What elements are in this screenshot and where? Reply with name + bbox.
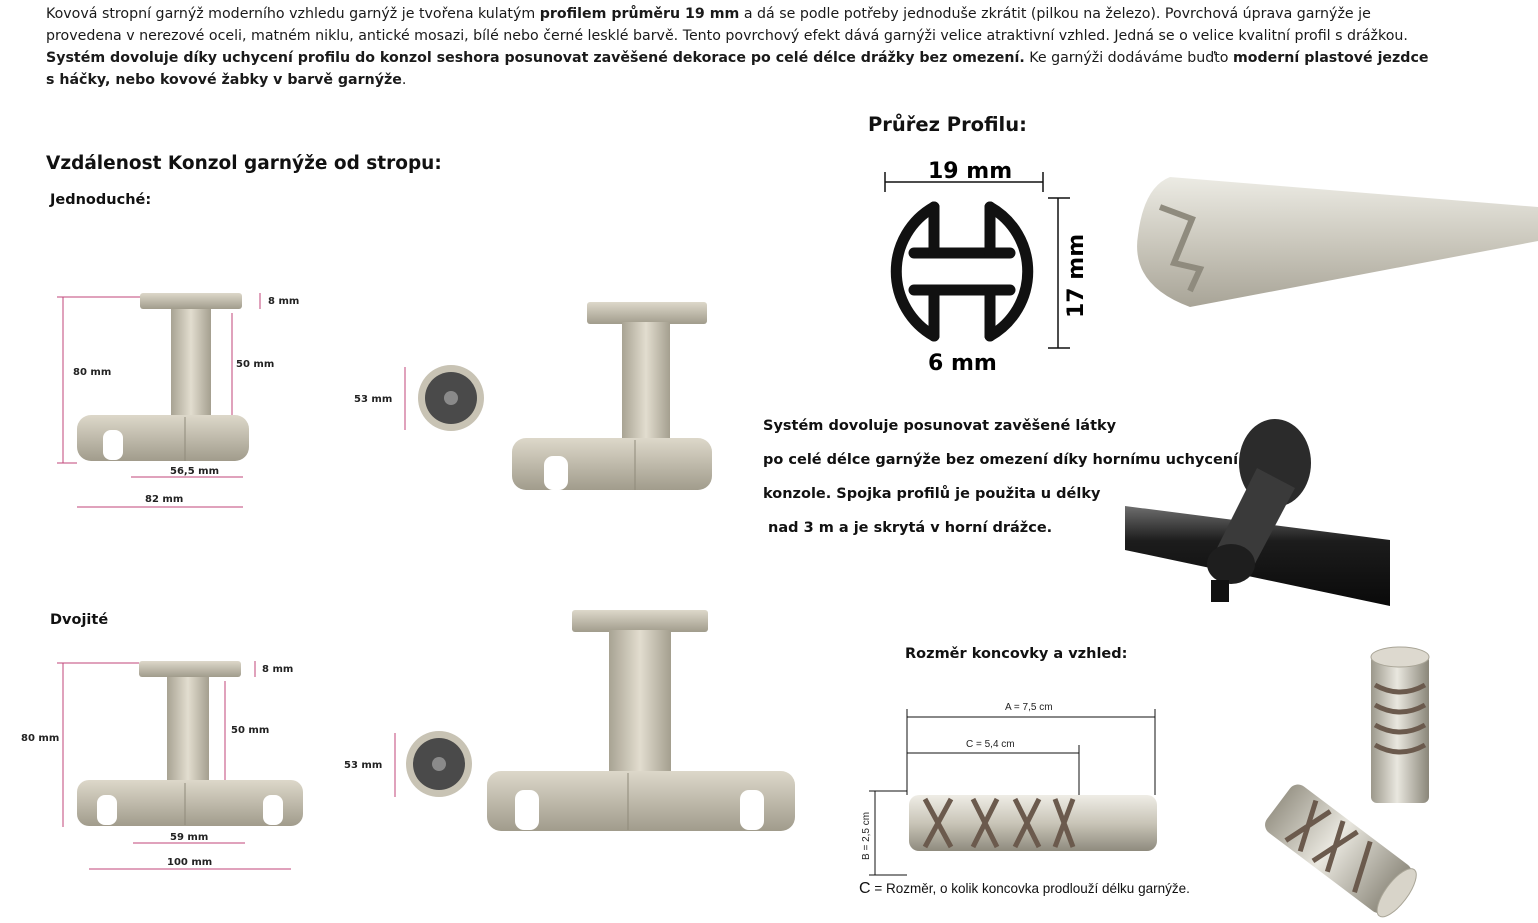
endcap-b-label: B = 2,5 cm (861, 812, 872, 860)
single-plate-diagram: 53 mm (354, 365, 484, 431)
profile-cross-section: 19 mm 6 mm 17 mm (884, 159, 1089, 376)
profile-heading: Průřez Profilu: (868, 113, 1027, 136)
single-stem-label: 50 mm (236, 359, 274, 370)
double-width-label: 100 mm (167, 857, 212, 868)
double-height-label: 80 mm (21, 733, 59, 744)
system-note-line: konzole. Spojka profilů je použita u dél… (763, 486, 1101, 502)
double-heading: Dvojité (50, 612, 109, 628)
endcap-photo-upright (1370, 646, 1430, 803)
double-top-label: 8 mm (262, 664, 293, 675)
stem (171, 309, 211, 419)
endcap-body (909, 795, 1157, 851)
endcap-photos (1265, 646, 1430, 918)
double-bracket-photo (487, 610, 795, 831)
endcap-heading: Rozměr koncovky a vzhled: (905, 646, 1128, 662)
ceiling-plate (140, 293, 242, 309)
rail-holder (77, 415, 249, 461)
intro-segment: Kovová stropní garnýž moderního vzhledu … (46, 6, 540, 22)
profile-width-label: 19 mm (928, 159, 1012, 184)
endcap-diagram: A = 7,5 cm C = 5,4 cm B = 2,5 cm (861, 702, 1157, 876)
intro-segment: . (401, 72, 407, 88)
system-note: Systém dovoluje posunovat zavěšené látky… (763, 409, 1238, 545)
rail-body (1137, 177, 1538, 307)
endcap-caption: C = Rozměr, o kolik koncovka prodlouží d… (859, 880, 1190, 898)
double-plate-diagram: 53 mm (344, 731, 472, 797)
endcap-photo-lying (1265, 784, 1417, 918)
intro-paragraph: Kovová stropní garnýž moderního vzhledu … (46, 3, 1441, 91)
double-inner-label: 59 mm (170, 832, 208, 843)
profile-gap-label: 6 mm (928, 351, 997, 376)
system-note-line: Systém dovoluje posunovat zavěšené látky (763, 418, 1117, 434)
profile-rail-photo (1137, 177, 1538, 307)
profile-height-label: 17 mm (1064, 234, 1089, 318)
single-bracket-photo (512, 302, 712, 490)
single-bracket-diagram: 80 mm 8 mm 50 mm 56,5 mm 82 mm (57, 293, 299, 508)
single-plate-label: 53 mm (354, 394, 392, 405)
single-heading: Jednoduché: (50, 192, 152, 208)
system-note-line: nad 3 m a je skrytá v horní drážce. (763, 520, 1053, 536)
endcap-caption-text: = Rozměr, o kolik koncovka prodlouží dél… (870, 881, 1190, 896)
intro-bold-segment: Systém dovoluje díky uchycení profilu do… (46, 50, 1025, 66)
intro-segment: Ke garnýži dodáváme buďto (1024, 50, 1233, 66)
single-width-label: 82 mm (145, 494, 183, 505)
endcap-caption-letter: C (859, 880, 871, 897)
endcap-a-label: A = 7,5 cm (1005, 702, 1053, 713)
intro-bold-segment: profilem průměru 19 mm (539, 6, 740, 22)
double-stem-label: 50 mm (231, 725, 269, 736)
intro-bold-segment: moderní plastové jezdce s háčky, nebo ko… (46, 50, 1429, 88)
double-plate-label: 53 mm (344, 760, 382, 771)
black-bracket-photo (1125, 419, 1390, 606)
single-inner-label: 56,5 mm (170, 466, 219, 477)
distance-heading: Vzdálenost Konzol garnýže od stropu: (46, 153, 442, 174)
intro-segment: a dá se podle potřeby jednoduše zkrátit … (46, 6, 1408, 44)
double-bracket-diagram: 80 mm 8 mm 50 mm 59 mm 100 mm (21, 661, 303, 870)
endcap-c-label: C = 5,4 cm (966, 739, 1015, 750)
single-top-label: 8 mm (268, 296, 299, 307)
system-note-line: po celé délce garnýže bez omezení díky h… (763, 452, 1239, 468)
single-height-label: 80 mm (73, 367, 111, 378)
